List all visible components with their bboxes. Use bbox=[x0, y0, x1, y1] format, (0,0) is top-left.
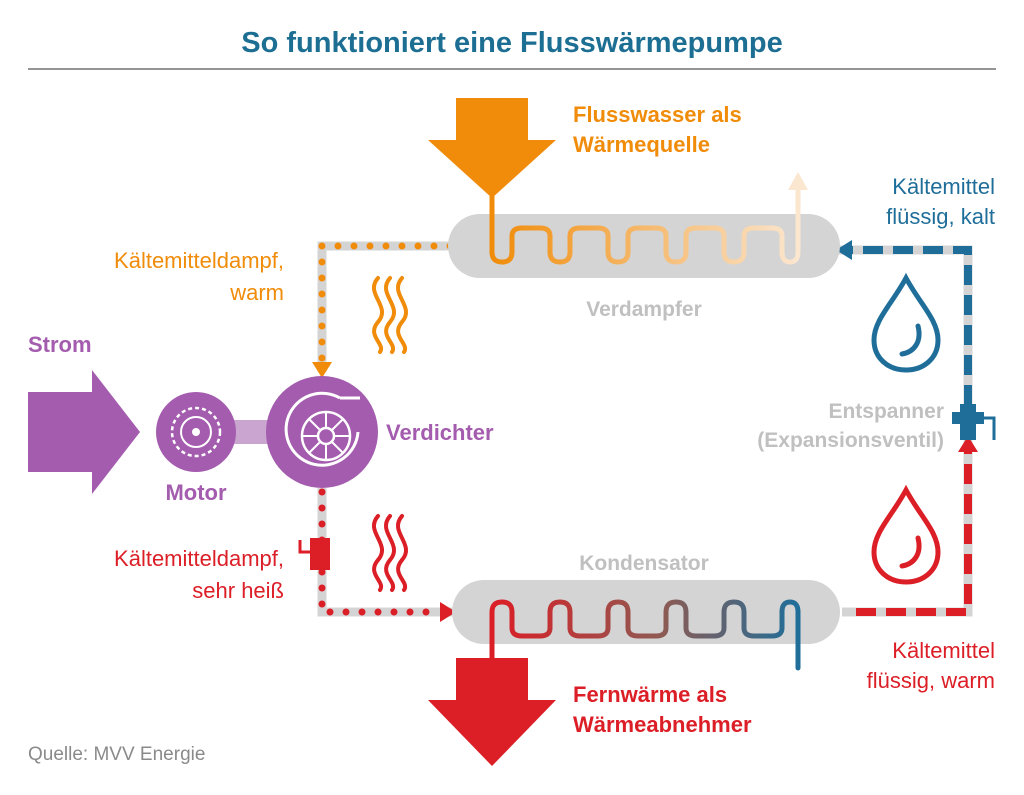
district-heat-arrow-icon bbox=[428, 658, 556, 766]
river-water-label-2: Wärmequelle bbox=[573, 132, 710, 157]
cold-droplet-icon bbox=[871, 272, 941, 373]
condenser-coil bbox=[489, 599, 801, 671]
hot-vapor-label-2: sehr heiß bbox=[192, 578, 284, 603]
hot-vapor-valve-icon bbox=[298, 538, 330, 570]
expansion-valve-icon bbox=[952, 404, 996, 440]
district-heat-label-2: Wärmeabnehmer bbox=[573, 712, 752, 737]
warm-liquid-label-1: Kältemittel bbox=[892, 638, 995, 663]
source-note: Quelle: MVV Energie bbox=[28, 744, 205, 765]
page-title: So funktioniert eine Flusswärmepumpe bbox=[241, 27, 782, 59]
warm-vapor-label-2: warm bbox=[229, 280, 284, 305]
warm-liquid-label-2: flüssig, warm bbox=[867, 668, 995, 693]
expansion-valve-label-1: Entspanner bbox=[828, 400, 944, 423]
pipe-warm-liquid bbox=[842, 436, 978, 617]
expansion-valve-label-2: (Expansionsventil) bbox=[757, 429, 944, 452]
motor-label: Motor bbox=[165, 480, 227, 505]
outflow-arrow-icon bbox=[788, 172, 808, 190]
river-water-arrow bbox=[428, 98, 556, 198]
warm-heat-waves-icon bbox=[371, 276, 409, 354]
down-arrow-icon bbox=[428, 98, 556, 198]
compressor bbox=[266, 376, 378, 488]
pipe-hot-vapor bbox=[317, 488, 456, 622]
power-arrow-icon bbox=[28, 370, 140, 494]
power-label: Strom bbox=[28, 332, 92, 357]
evaporator-label: Verdampfer bbox=[586, 298, 702, 321]
evaporator: Verdampfer bbox=[448, 172, 840, 321]
evaporator-coil bbox=[489, 185, 801, 265]
district-heat-label-1: Fernwärme als bbox=[573, 682, 727, 707]
hot-heat-waves-icon bbox=[371, 514, 409, 592]
condenser: Kondensator bbox=[452, 552, 840, 671]
motor bbox=[156, 392, 236, 472]
pipe-cold-liquid bbox=[836, 240, 973, 405]
compressor-label: Verdichter bbox=[386, 420, 494, 445]
warm-vapor-label-1: Kältemitteldampf, bbox=[114, 248, 284, 273]
pipe-warm-vapor bbox=[312, 241, 454, 378]
condenser-label: Kondensator bbox=[579, 552, 709, 575]
motor-shaft bbox=[230, 420, 270, 444]
hot-vapor-label-1: Kältemitteldampf, bbox=[114, 546, 284, 571]
river-water-label-1: Flusswasser als bbox=[573, 102, 742, 127]
warm-droplet-icon bbox=[871, 484, 941, 585]
cold-liquid-label-2: flüssig, kalt bbox=[886, 204, 995, 229]
cold-liquid-label-1: Kältemittel bbox=[892, 174, 995, 199]
